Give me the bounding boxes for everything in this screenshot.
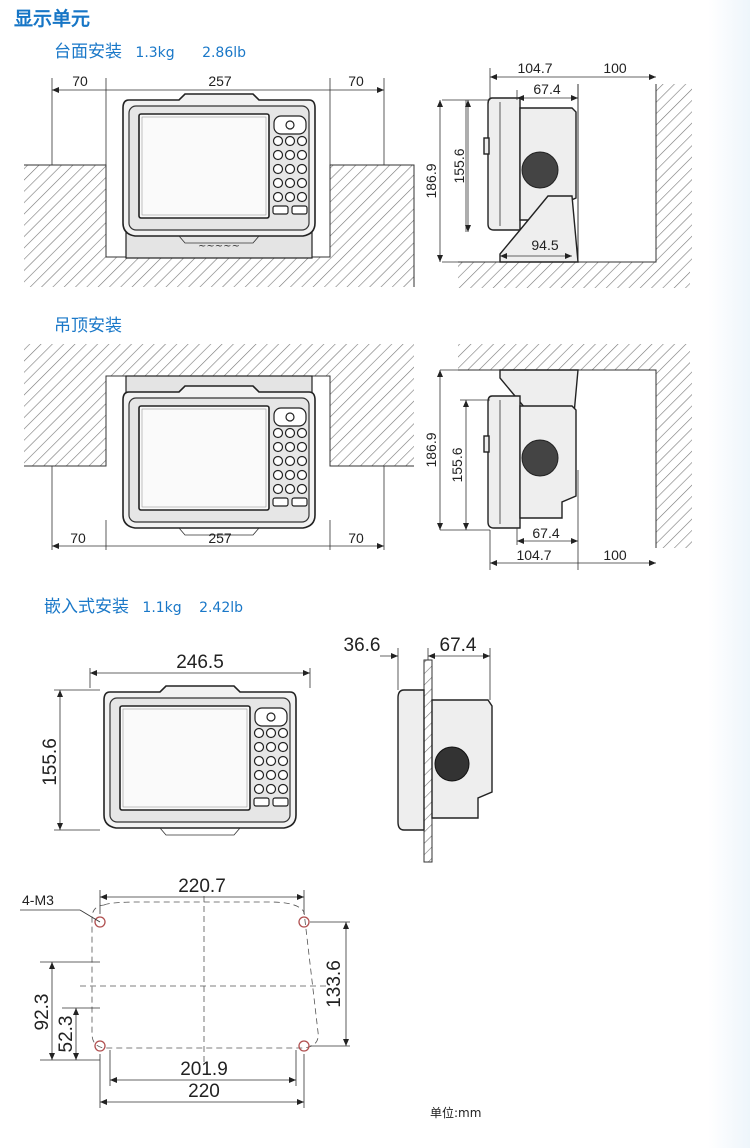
flush-speaker-icon (434, 746, 470, 782)
screw-hole-icon (94, 916, 310, 1052)
ceiling-side-depth-unit: 67.4 (532, 525, 559, 541)
desk-weight-kg: 1.3kg (135, 45, 175, 61)
ceiling-side-height-total: 186.9 (423, 432, 439, 467)
wall-hatch-icon (24, 165, 106, 257)
flush-height: 155.6 (40, 738, 61, 786)
ceiling-width: 257 (208, 530, 232, 546)
desk-weight-lb: 2.86lb (202, 45, 247, 61)
ceiling-left-gap: 70 (70, 530, 86, 546)
cutout-inner-width: 201.9 (180, 1059, 228, 1080)
ceiling-front-view: ~~~~~ 70 257 70 (24, 344, 414, 550)
flush-side-view: 36.6 67.4 (344, 635, 493, 863)
desk-side-height-total: 186.9 (423, 163, 439, 198)
unit-note: 单位:mm (430, 1106, 482, 1120)
desk-side-clearance: 100 (603, 60, 627, 76)
flush-width: 246.5 (176, 652, 224, 673)
ceiling-side-height-unit: 155.6 (449, 447, 465, 482)
cutout-screw: 4-M3 (22, 892, 54, 908)
desk-width: 257 (208, 73, 232, 89)
cutout-outer-width: 220 (188, 1081, 220, 1102)
cutout-view: 4-M3 220.7 133.6 92.3 52.3 201.9 (20, 876, 350, 1108)
flush-weight-kg: 1.1kg (142, 600, 182, 616)
section-desk-title: 台面安装 1.3kg 2.86lb (54, 37, 246, 62)
flush-side-rear-depth: 67.4 (440, 635, 477, 656)
ceiling-side-view: 186.9 155.6 67.4 104.7 100 (423, 344, 692, 570)
ceiling-right-gap: 70 (348, 530, 364, 546)
cutout-hole-spacing: 220.7 (178, 876, 226, 897)
section-flush-title: 嵌入式安装 1.1kg 2.42lb (44, 592, 243, 617)
cutout-height: 133.6 (324, 960, 345, 1008)
desk-side-view: 104.7 100 67.4 186.9 155.6 94.5 (423, 60, 692, 288)
ceiling-side-clearance: 100 (603, 547, 627, 563)
page-title: 显示单元 (14, 8, 91, 30)
desk-side-depth-total: 104.7 (517, 60, 552, 76)
desk-side-height-unit: 155.6 (451, 148, 467, 183)
desk-side-depth-unit: 67.4 (533, 81, 560, 97)
section-ceiling-title: 吊顶安装 (54, 316, 122, 336)
speaker-icon (521, 151, 559, 189)
cutout-height-outer: 92.3 (32, 994, 53, 1031)
desk-label: 台面安装 (54, 42, 122, 62)
desk-side-bracket: 94.5 (531, 237, 558, 253)
desk-front-view: ~~~~~ 70 257 70 (24, 73, 415, 287)
flush-label: 嵌入式安装 (44, 597, 129, 617)
right-edge-strip (708, 0, 750, 1148)
cutout-height-inner: 52.3 (56, 1016, 77, 1053)
desk-left-gap: 70 (72, 73, 88, 89)
flush-side-front-depth: 36.6 (344, 635, 381, 656)
desk-right-gap: 70 (348, 73, 364, 89)
flush-front-view: 246.5 155.6 (40, 652, 311, 836)
svg-text:~~~~~: ~~~~~ (198, 241, 240, 252)
flush-weight-lb: 2.42lb (199, 600, 244, 616)
ceiling-side-depth-total: 104.7 (516, 547, 551, 563)
